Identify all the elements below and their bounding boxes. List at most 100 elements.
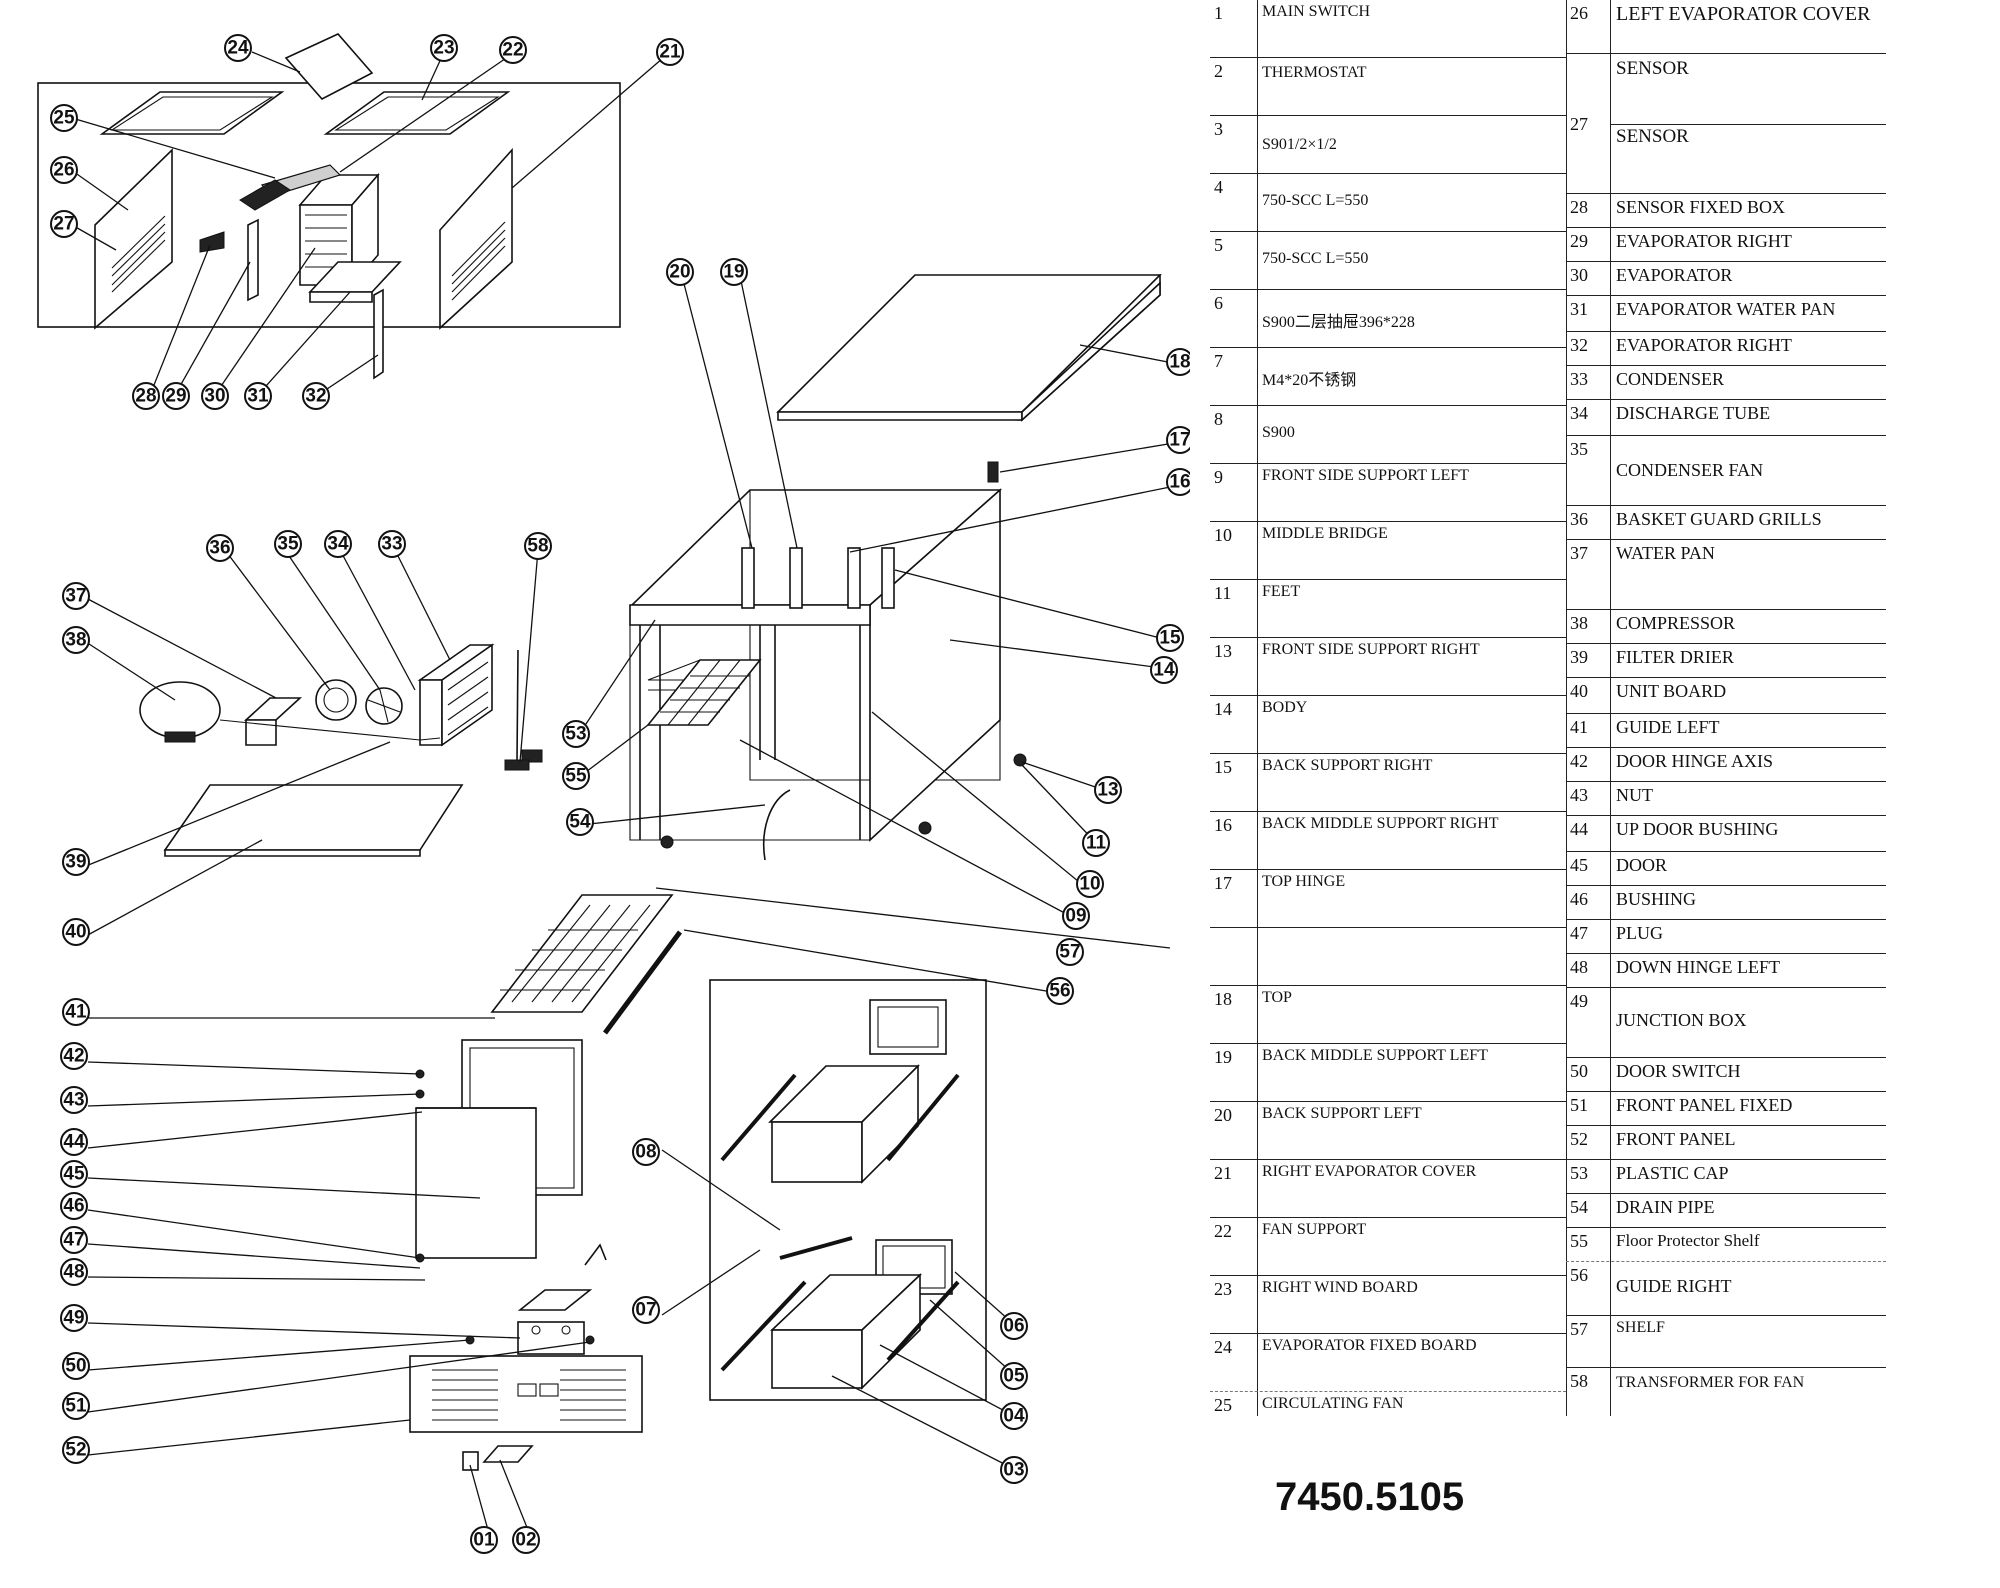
part-name: DOOR HINGE AXIS: [1616, 751, 1773, 771]
callout-label: 54: [569, 812, 591, 833]
callout-label: 05: [1003, 1366, 1025, 1387]
part-name: BACK SUPPORT LEFT: [1262, 1105, 1422, 1122]
column-divider: [1566, 0, 1567, 1416]
part-number: 54: [1570, 1197, 1588, 1217]
part-number: 7: [1214, 351, 1223, 371]
part-number: 28: [1570, 197, 1588, 217]
callout-55: 55: [562, 762, 590, 790]
part-number: 27: [1570, 114, 1588, 134]
callout-label: 47: [63, 1230, 84, 1251]
row-divider: [1610, 124, 1886, 125]
model-number: 7450.5105: [1275, 1475, 1465, 1519]
callout-label: 46: [63, 1196, 84, 1217]
part-name: DISCHARGE TUBE: [1616, 403, 1771, 423]
door-assembly: [415, 1039, 583, 1263]
part-name: LEFT EVAPORATOR COVER: [1616, 3, 1871, 25]
part-number: 34: [1570, 403, 1588, 423]
callout-51: 51: [62, 1392, 90, 1420]
callout-37: 37: [62, 582, 90, 610]
part-name: TRANSFORMER FOR FAN: [1616, 1374, 1805, 1391]
part-name: S901/2×1/2: [1262, 136, 1337, 153]
part-number: 20: [1214, 1105, 1232, 1125]
callout-48: 48: [60, 1258, 88, 1286]
part-name: 750-SCC L=550: [1262, 250, 1369, 267]
part-number: 40: [1570, 681, 1588, 701]
part-number: 36: [1570, 509, 1588, 529]
callout-58: 58: [524, 532, 552, 560]
part-number: 58: [1570, 1371, 1588, 1391]
callout-label: 53: [565, 724, 586, 745]
part-number: 25: [1214, 1395, 1232, 1415]
parts-row: 20 BACK SUPPORT LEFT: [1210, 1102, 1566, 1160]
callout-10: 10: [1076, 870, 1104, 898]
part-number: 53: [1570, 1163, 1588, 1183]
part-name: M4*20不锈钢: [1262, 372, 1357, 389]
part-number: 19: [1214, 1047, 1232, 1067]
part-number: 15: [1214, 757, 1232, 777]
callout-36: 36: [206, 534, 234, 562]
part-number: 41: [1570, 717, 1588, 737]
callout-02: 02: [512, 1526, 540, 1554]
part-name: BASKET GUARD GRILLS: [1616, 509, 1822, 529]
part-number: 10: [1214, 525, 1232, 545]
callout-32: 32: [302, 382, 330, 410]
callout-label: 27: [53, 214, 74, 235]
part-number: 39: [1570, 647, 1588, 667]
callout-label: 15: [1159, 628, 1181, 649]
part-name: WATER PAN: [1616, 543, 1715, 563]
front-panel-assembly: [409, 1243, 643, 1471]
callout-30: 30: [201, 382, 229, 410]
callout-57: 57: [1056, 938, 1084, 966]
part-name: COMPRESSOR: [1616, 613, 1736, 633]
callout-01: 01: [470, 1526, 498, 1554]
callout-07: 07: [632, 1296, 660, 1324]
part-name: S900二层抽屉396*228: [1262, 314, 1415, 331]
callout-label: 36: [209, 538, 230, 559]
part-name: GUIDE RIGHT: [1616, 1276, 1732, 1296]
part-number: 24: [1214, 1337, 1232, 1357]
part-name: RIGHT WIND BOARD: [1262, 1279, 1418, 1296]
callout-label: 02: [515, 1530, 536, 1551]
callout-40: 40: [62, 918, 90, 946]
part-name: SENSOR: [1616, 58, 1689, 79]
part-name: BACK MIDDLE SUPPORT RIGHT: [1262, 815, 1499, 832]
part-name: EVAPORATOR: [1616, 265, 1733, 285]
parts-row: 34 DISCHARGE TUBE: [1566, 400, 1886, 436]
parts-row-blank: [1210, 928, 1566, 986]
callout-04: 04: [1000, 1402, 1028, 1430]
part-name: TOP: [1262, 989, 1292, 1006]
callout-label: 01: [473, 1530, 495, 1551]
parts-row: 23 RIGHT WIND BOARD: [1210, 1276, 1566, 1334]
part-number: 18: [1214, 989, 1232, 1009]
part-name: FILTER DRIER: [1616, 647, 1734, 667]
callout-label: 06: [1003, 1316, 1024, 1337]
part-name: Floor Protector Shelf: [1616, 1231, 1760, 1250]
part-name: JUNCTION BOX: [1616, 1010, 1747, 1030]
part-name: FRONT PANEL: [1616, 1129, 1736, 1149]
part-name: TOP HINGE: [1262, 873, 1346, 890]
callout-label: 11: [1086, 833, 1107, 854]
part-name: SENSOR FIXED BOX: [1616, 197, 1786, 217]
part-number: 32: [1570, 335, 1588, 355]
callout-28: 28: [132, 382, 160, 410]
part-number: 1: [1214, 3, 1223, 23]
drawer-group-frame: [709, 979, 987, 1401]
part-name: THERMOSTAT: [1262, 64, 1367, 81]
part-name: DOOR: [1616, 855, 1668, 875]
part-number: 23: [1214, 1279, 1232, 1299]
part-name: BACK MIDDLE SUPPORT LEFT: [1262, 1047, 1488, 1064]
callout-26: 26: [50, 156, 78, 184]
